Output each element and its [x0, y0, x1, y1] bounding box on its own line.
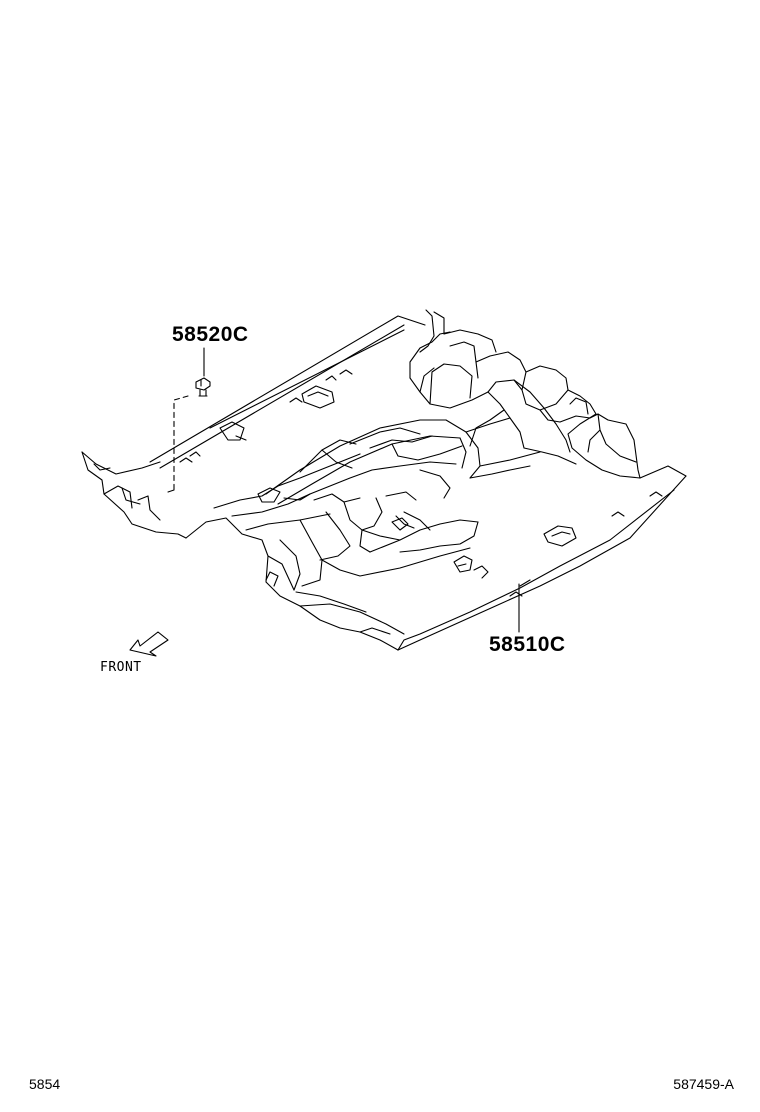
section-code: 5854 [29, 1076, 61, 1092]
floor-carpet-part [81, 309, 687, 651]
leader-lines [167, 347, 520, 633]
part-number-58520c: 58520C [172, 323, 249, 346]
clip-part [195, 377, 211, 397]
front-arrow-icon [129, 631, 169, 657]
illustration-code: 587459-A [673, 1076, 734, 1092]
part-number-58510c: 58510C [489, 633, 566, 656]
front-direction-label: FRONT [100, 660, 142, 675]
